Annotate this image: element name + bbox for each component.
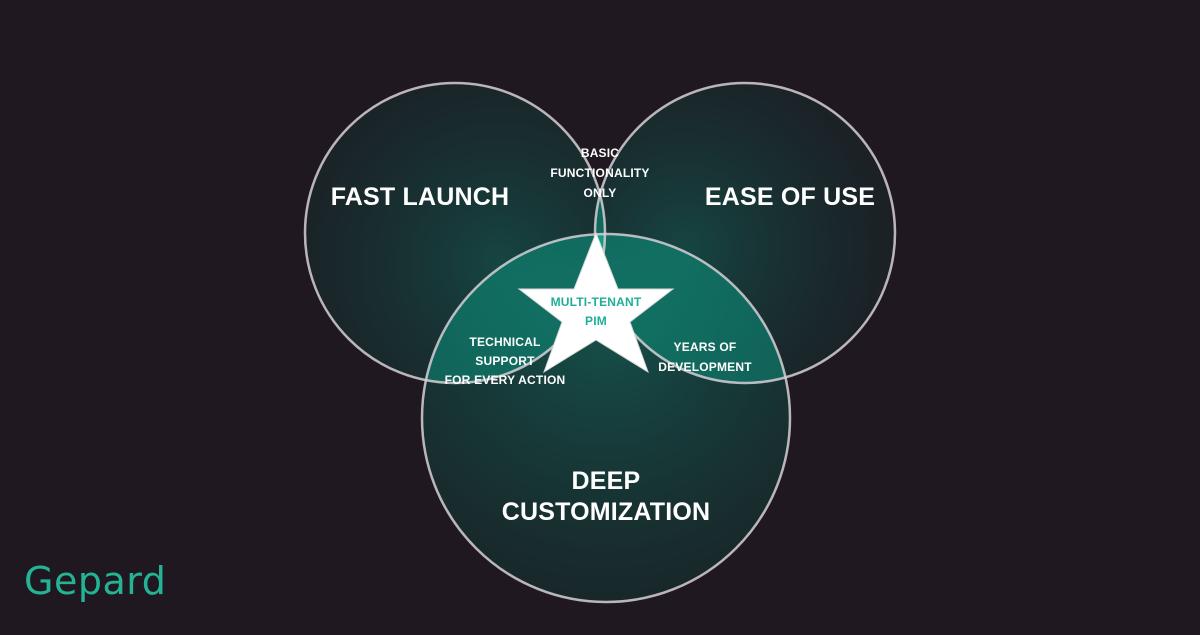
label-deep-customization: DEEP CUSTOMIZATION bbox=[501, 467, 711, 527]
star-icon bbox=[517, 231, 675, 374]
overlap-ease-deep bbox=[595, 234, 790, 383]
label-fast-launch: FAST LAUNCH bbox=[330, 183, 510, 211]
label-years-of-development: YEARS OF DEVELOPMENT bbox=[658, 340, 752, 374]
label-basic-functionality: BASIC FUNCTIONALITY ONLY bbox=[550, 146, 650, 200]
circle-outline-deep-customization bbox=[420, 232, 792, 604]
overlap-fast-deep bbox=[422, 234, 605, 383]
label-multi-tenant-pim: MULTI-TENANT PIM bbox=[550, 295, 642, 329]
circle-outline-ease-of-use bbox=[593, 81, 897, 385]
label-technical-support: TECHNICAL SUPPORT FOR EVERY ACTION bbox=[444, 335, 566, 388]
gepard-logo: Gepard bbox=[24, 559, 167, 603]
label-ease-of-use: EASE OF USE bbox=[704, 183, 876, 211]
